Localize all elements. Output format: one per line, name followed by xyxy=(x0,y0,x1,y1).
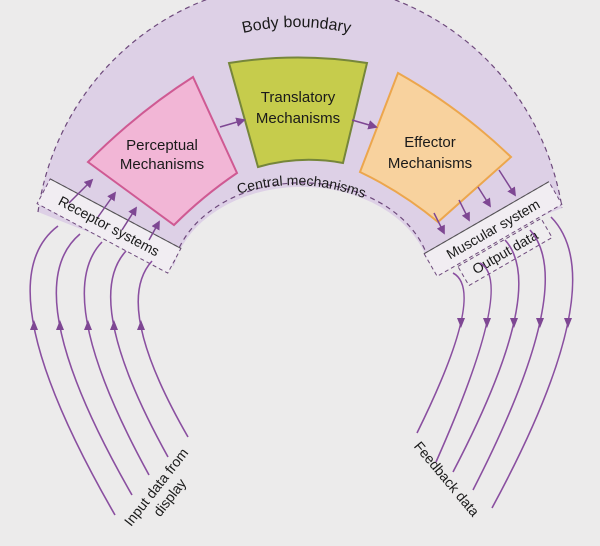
input-line xyxy=(109,250,169,458)
body-boundary-label: Body boundary xyxy=(240,14,352,37)
effector-arrow xyxy=(498,169,516,197)
down-arrowhead-icon xyxy=(564,318,572,328)
effector-arrow xyxy=(477,186,491,208)
effector-arrow xyxy=(433,212,445,235)
up-arrowhead-icon xyxy=(137,320,145,330)
receptor-to-perceptual-arrows xyxy=(68,178,160,241)
body-boundary-outline xyxy=(37,0,563,213)
feedback-arrowheads xyxy=(457,318,572,328)
receptor-arrow xyxy=(148,220,160,241)
feedback-data-label: Feedback data xyxy=(411,438,483,519)
receptor-arrow xyxy=(68,178,94,204)
input-arrowheads xyxy=(30,320,145,330)
effector-to-muscular-arrows xyxy=(433,169,516,235)
down-arrowhead-icon xyxy=(457,318,465,328)
up-arrowhead-icon xyxy=(110,320,118,330)
effector-arrow xyxy=(458,199,470,222)
input-line xyxy=(137,260,189,438)
receptor-arrow xyxy=(97,191,117,218)
input-data-label: Input data from display xyxy=(121,445,192,529)
effector-label-1: Effector xyxy=(404,134,455,151)
input-line xyxy=(55,233,133,496)
perceptual-label-1: Perceptual xyxy=(126,137,198,154)
feedback-line xyxy=(416,272,465,434)
central-arrows xyxy=(219,117,378,130)
input-line xyxy=(83,241,150,476)
perceptual-to-translatory-arrow xyxy=(219,117,246,128)
down-arrowhead-icon xyxy=(510,318,518,328)
up-arrowhead-icon xyxy=(56,320,64,330)
translatory-mechanisms-box xyxy=(227,56,369,169)
effector-label-2: Mechanisms xyxy=(388,155,472,172)
up-arrowhead-icon xyxy=(30,320,38,330)
perceptual-label-2: Mechanisms xyxy=(120,156,204,173)
down-arrowhead-icon xyxy=(483,318,491,328)
up-arrowhead-icon xyxy=(84,320,92,330)
translatory-label-1: Translatory xyxy=(261,89,336,106)
down-arrowhead-icon xyxy=(536,318,544,328)
translatory-to-effector-arrow xyxy=(351,119,378,130)
effector-mechanisms-box xyxy=(358,71,513,224)
receptor-arrow xyxy=(121,206,137,231)
perceptual-mechanisms-box xyxy=(86,75,239,227)
translatory-label-2: Mechanisms xyxy=(256,110,340,127)
